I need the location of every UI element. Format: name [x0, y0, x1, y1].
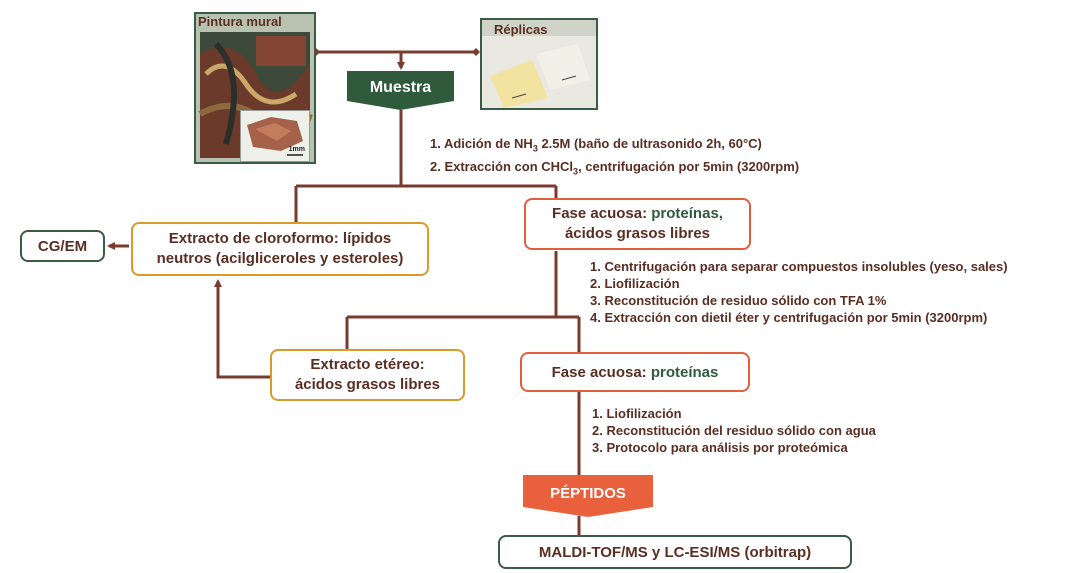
cloroformo-line2: neutros (acilgliceroles y esteroles)	[156, 250, 404, 267]
cgem-label: CG/EM	[37, 237, 88, 255]
replicas-photo: Réplicas	[480, 18, 598, 110]
step2-4: 4. Extracción con dietil éter y centrifu…	[590, 310, 988, 325]
mural-label: Pintura mural	[198, 14, 282, 29]
replicas-image	[482, 20, 596, 108]
step2-3: 3. Reconstitución de residuo sólido con …	[590, 293, 887, 308]
cgem-node: CG/EM	[20, 230, 105, 262]
step3-2: 2. Reconstitución del residuo sólido con…	[592, 423, 876, 438]
fase1-line1: Fase acuosa: proteínas,	[552, 205, 723, 222]
fase1-line2: ácidos grasos libres	[564, 225, 711, 242]
peptidos-shape	[523, 475, 653, 517]
step2-2: 2. Liofilización	[590, 276, 680, 291]
cloroformo-line1: Extracto de cloroformo: lípidos	[168, 230, 392, 247]
peptidos-label: PÉPTIDOS	[550, 484, 626, 502]
step1-1: 1. Adición de NH3 2.5M (baño de ultrason…	[430, 136, 762, 154]
maldi-label: MALDI-TOF/MS y LC-ESI/MS (orbitrap)	[538, 543, 812, 561]
muestra-label: Muestra	[369, 78, 432, 96]
muestra-shape	[347, 71, 454, 110]
etereo-line2: ácidos grasos libres	[294, 376, 441, 393]
steps-aqueous: 1. Centrifugación para separar compuesto…	[590, 258, 1008, 326]
replicas-label: Réplicas	[494, 22, 548, 37]
fragment-inset: 1mm	[240, 110, 310, 162]
muestra-node: Muestra	[347, 71, 454, 110]
steps-extraction: 1. Adición de NH3 2.5M (baño de ultrason…	[430, 135, 799, 180]
etereo-node: Extracto etéreo: ácidos grasos libres	[270, 349, 465, 401]
steps-proteomics: 1. Liofilización 2. Reconstitución del r…	[592, 405, 876, 456]
etereo-line1: Extracto etéreo:	[310, 356, 425, 373]
cloroformo-node: Extracto de cloroformo: lípidos neutros …	[131, 222, 429, 276]
fase2-label: Fase acuosa: proteínas	[551, 363, 719, 381]
peptidos-node: PÉPTIDOS	[523, 475, 653, 517]
step3-1: 1. Liofilización	[592, 406, 682, 421]
connector-etereo-to-cloroformo	[214, 279, 270, 379]
maldi-node: MALDI-TOF/MS y LC-ESI/MS (orbitrap)	[498, 535, 852, 569]
step2-1: 1. Centrifugación para separar compuesto…	[590, 259, 1008, 274]
mural-photo: Pintura mural 1mm	[194, 12, 316, 164]
fase-acuosa-2-node: Fase acuosa: proteínas	[520, 352, 750, 392]
step3-3: 3. Protocolo para análisis por proteómic…	[592, 440, 848, 455]
scale-label: 1mm	[288, 146, 305, 153]
fragment-image	[247, 117, 303, 156]
fase-acuosa-1-node: Fase acuosa: proteínas, ácidos grasos li…	[524, 198, 751, 250]
step1-2: 2. Extracción con CHCl3, centrifugación …	[430, 158, 800, 177]
